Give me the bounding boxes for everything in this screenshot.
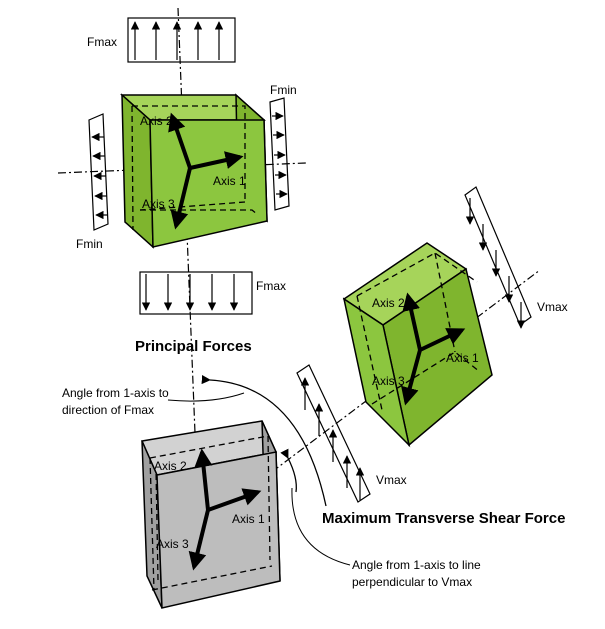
vertical-centerline: [177, 7, 199, 509]
fmin-left-label: Fmin: [76, 237, 103, 251]
fmax-angle-leader: [167, 392, 245, 402]
angle-perp-line2: perpendicular to Vmax: [352, 575, 472, 589]
fmin-left-force: [88, 113, 109, 231]
reference-axis1-label: Axis 1: [232, 512, 265, 526]
shear-axis3-label: Axis 3: [372, 374, 405, 388]
shear-axis1-label: Axis 1: [446, 351, 479, 365]
principal-axis1-label: Axis 1: [213, 174, 246, 188]
shear-axis2-label: Axis 2: [372, 296, 405, 310]
reference-axis3-label: Axis 3: [156, 537, 189, 551]
angle-fmax-line1: Angle from 1-axis to: [62, 386, 169, 400]
shear-cube: [342, 242, 493, 448]
max-shear-title: Maximum Transverse Shear Force: [322, 510, 565, 527]
principal-axis2-label: Axis 2: [140, 114, 173, 128]
angle-fmax-line2: direction of Fmax: [62, 403, 154, 417]
fmax-top-label: Fmax: [87, 35, 117, 49]
centerlines: [57, 7, 541, 521]
fmin-right-label: Fmin: [270, 83, 297, 97]
vmax-left-force: [296, 364, 371, 503]
reference-cube: [140, 420, 281, 609]
fmax-bottom-label: Fmax: [256, 279, 286, 293]
fmax-bottom-force: [139, 271, 253, 315]
perp-angle-arc: [280, 448, 297, 493]
fmin-right-force: [269, 97, 290, 211]
principal-cube: [120, 93, 268, 249]
perp-angle-leader: [291, 487, 351, 566]
principal-axis3-label: Axis 3: [142, 197, 175, 211]
reference-axis2-label: Axis 2: [154, 459, 187, 473]
vmax-left-label: Vmax: [376, 473, 407, 487]
vmax-right-force: [464, 186, 532, 329]
principal-forces-title: Principal Forces: [135, 338, 252, 355]
fmax-angle-arc: [201, 374, 327, 507]
angle-perp-line1: Angle from 1-axis to line: [352, 558, 481, 572]
fmax-top-force: [127, 17, 236, 63]
vmax-right-label: Vmax: [537, 300, 568, 314]
